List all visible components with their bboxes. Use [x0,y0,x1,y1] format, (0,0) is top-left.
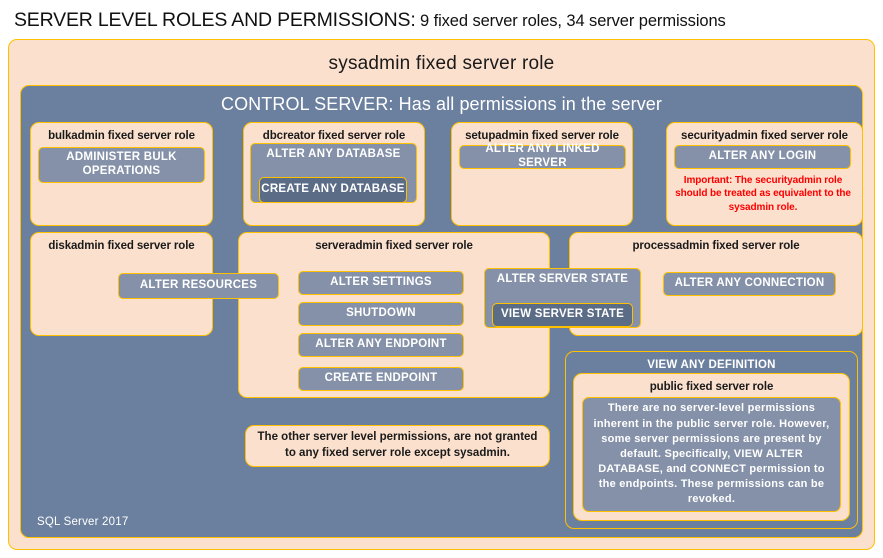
page-title-main: SERVER LEVEL ROLES AND PERMISSIONS: [14,9,416,31]
permission-alter-resources: ALTER RESOURCES [118,273,279,299]
permission-view-any-definition-label: VIEW ANY DEFINITION [647,359,776,371]
page-title-subtitle: 9 fixed server roles, 34 server permissi… [415,12,726,30]
permission-alter-any-linked-server: ALTER ANY LINKED SERVER [459,143,626,169]
permission-shutdown: SHUTDOWN [298,302,464,326]
permission-view-server-state: VIEW SERVER STATE [492,303,633,327]
permission-alter-any-connection: ALTER ANY CONNECTION [663,272,836,296]
role-title-serveradmin: serveradmin fixed server role [315,240,473,252]
role-box-securityadmin: securityadmin fixed server role [666,122,863,226]
role-box-setupadmin: setupadmin fixed server role [451,122,633,226]
role-title-public: public fixed server role [649,381,774,393]
role-title-bulkadmin: bulkadmin fixed server role [48,130,195,142]
public-role-description: There are no server-level permissions in… [582,397,841,512]
role-title-dbcreator: dbcreator fixed server role [262,130,406,142]
role-title-setupadmin: setupadmin fixed server role [465,130,619,142]
permission-alter-any-endpoint: ALTER ANY ENDPOINT [298,333,464,357]
role-title-securityadmin: securityadmin fixed server role [681,130,848,142]
control-server-label: CONTROL SERVER: Has all permissions in t… [220,94,663,114]
page-title: SERVER LEVEL ROLES AND PERMISSIONS: 9 fi… [14,9,726,32]
securityadmin-warning-note: Important: The securityadmin role should… [675,175,851,213]
other-permissions-note: The other server level permissions, are … [245,425,550,467]
role-title-diskadmin: diskadmin fixed server role [48,240,195,252]
permission-create-any-database: CREATE ANY DATABASE [259,177,407,203]
sysadmin-role-label: sysadmin fixed server role [328,53,555,74]
permission-administer-bulk-operations: ADMINISTER BULK OPERATIONS [38,147,205,183]
permission-create-endpoint: CREATE ENDPOINT [298,367,464,391]
permission-alter-any-login: ALTER ANY LOGIN [674,145,851,169]
permission-alter-settings: ALTER SETTINGS [298,271,464,295]
sql-server-version-label: SQL Server 2017 [37,516,129,528]
role-title-processadmin: processadmin fixed server role [632,240,800,252]
